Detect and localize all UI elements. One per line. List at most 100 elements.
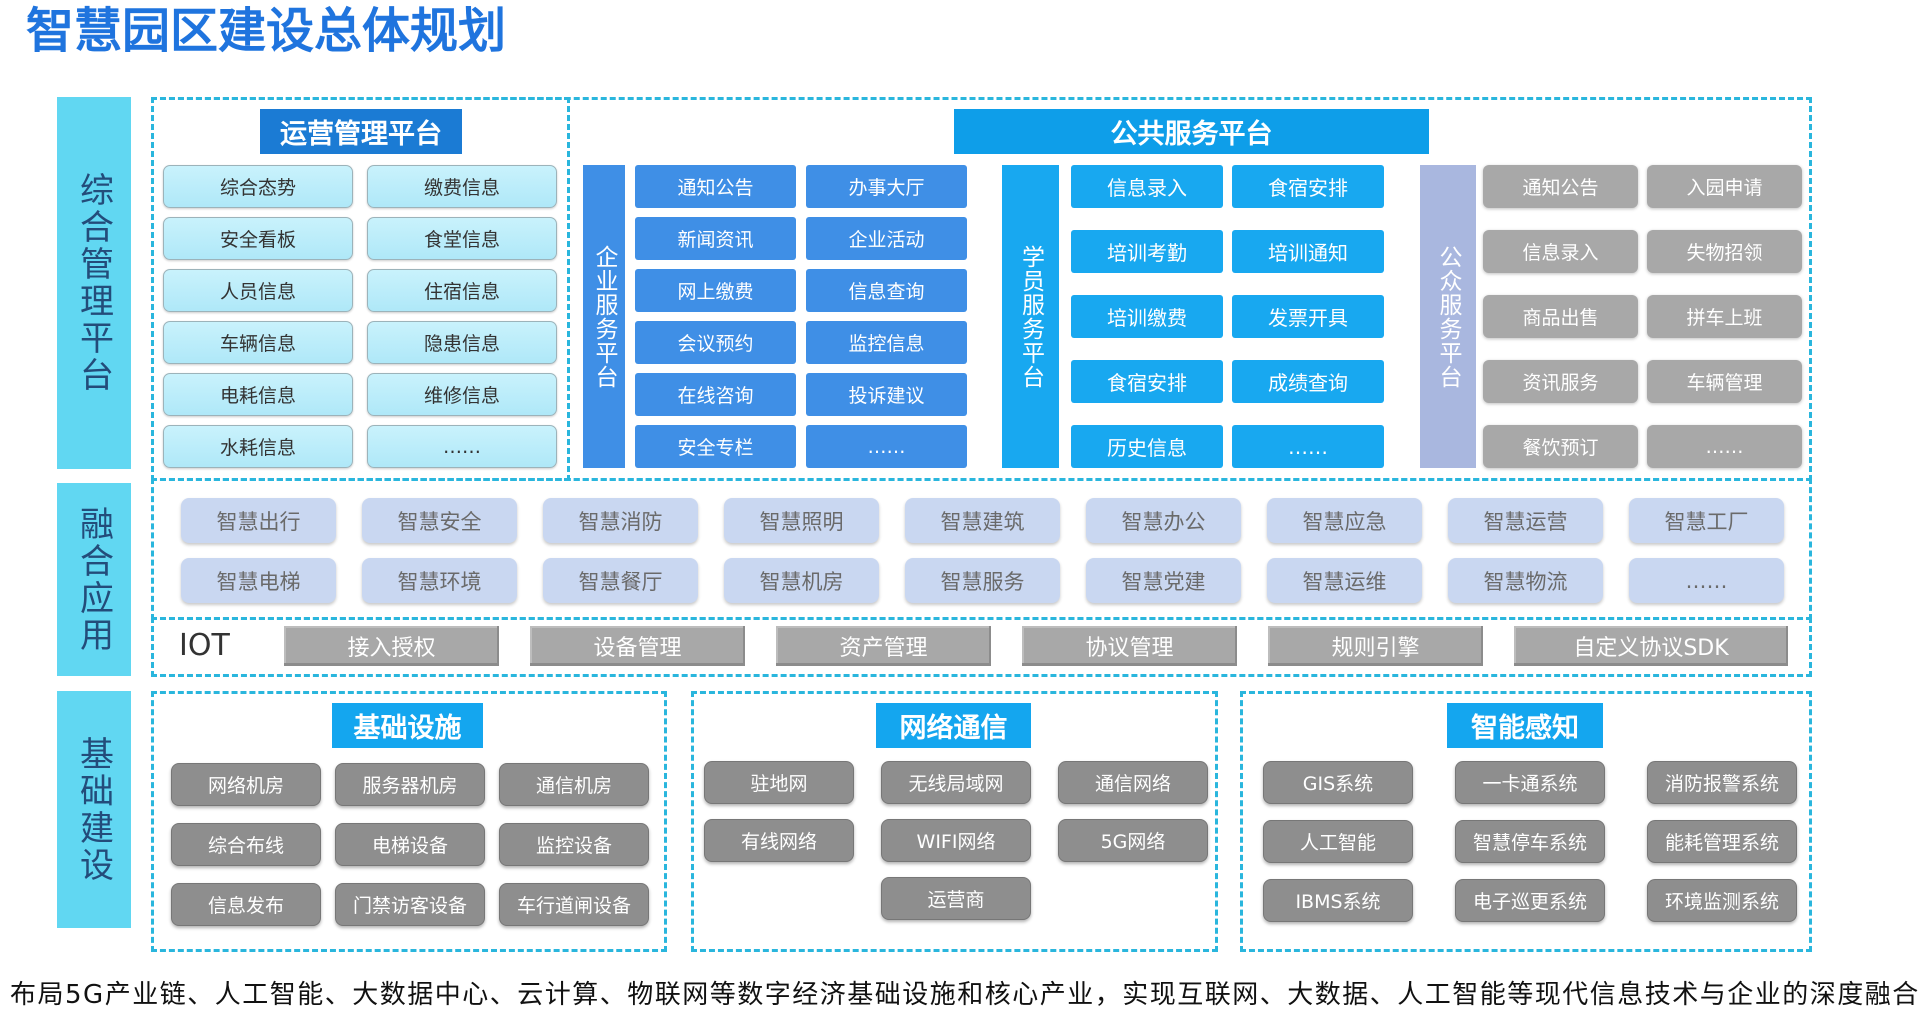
facilities-item: 信息发布 (171, 883, 321, 926)
network-item: 无线局域网 (881, 761, 1031, 804)
layer-label-fusion-text: 融合应用 (73, 505, 114, 654)
layer-label-infrastructure-text: 基础建设 (73, 735, 114, 884)
network-item: WIFI网络 (881, 819, 1031, 862)
iot-item: 设备管理 (530, 626, 745, 666)
network-item: 有线网络 (704, 819, 854, 862)
trainee-service-item: 培训通知 (1232, 230, 1384, 273)
fusion-app-item: …… (1629, 558, 1784, 603)
enterprise-service-item: 投诉建议 (806, 373, 967, 416)
public-service-item: 入园申请 (1647, 165, 1802, 208)
fusion-app-item: 智慧照明 (724, 498, 879, 543)
network-item: 通信网络 (1058, 761, 1208, 804)
iot-item: 资产管理 (776, 626, 991, 666)
facilities-item: 车行道闸设备 (499, 883, 649, 926)
public-service-item: …… (1647, 425, 1802, 468)
network-item: 运营商 (881, 877, 1031, 920)
fusion-app-item: 智慧建筑 (905, 498, 1060, 543)
enterprise-service-items: 通知公告 办事大厅 新闻资讯 企业活动 网上缴费 信息查询 会议预约 监控信息 … (635, 165, 967, 468)
facilities-items: 网络机房 服务器机房 通信机房 综合布线 电梯设备 监控设备 信息发布 门禁访客… (171, 763, 649, 926)
trainee-service-item: 信息录入 (1071, 165, 1223, 208)
operations-item: 隐患信息 (367, 321, 557, 364)
fusion-app-item: 智慧机房 (724, 558, 879, 603)
enterprise-service-item: 通知公告 (635, 165, 796, 208)
iot-layer-frame (151, 617, 1812, 677)
iot-item: 协议管理 (1022, 626, 1237, 666)
trainee-service-item: 培训缴费 (1071, 295, 1223, 338)
fusion-app-item: 智慧运维 (1267, 558, 1422, 603)
iot-item: 自定义协议SDK (1514, 626, 1788, 666)
fusion-app-item: 智慧环境 (362, 558, 517, 603)
sensing-items: GIS系统 一卡通系统 消防报警系统 人工智能 智慧停车系统 能耗管理系统 IB… (1263, 761, 1797, 922)
network-item: 驻地网 (704, 761, 854, 804)
trainee-service-item: …… (1232, 425, 1384, 468)
iot-label: IOT (179, 628, 230, 663)
facilities-header: 基础设施 (332, 703, 483, 748)
facilities-frame (151, 691, 667, 952)
enterprise-service-item: 网上缴费 (635, 269, 796, 312)
public-service-item: 车辆管理 (1647, 360, 1802, 403)
trainee-service-item: 历史信息 (1071, 425, 1223, 468)
operations-items: 综合态势 缴费信息 安全看板 食堂信息 人员信息 住宿信息 车辆信息 隐患信息 … (163, 165, 557, 468)
fusion-app-item: 智慧消防 (543, 498, 698, 543)
operations-item: 住宿信息 (367, 269, 557, 312)
network-header: 网络通信 (876, 703, 1031, 748)
enterprise-service-item: 安全专栏 (635, 425, 796, 468)
facilities-item: 综合布线 (171, 823, 321, 866)
operations-item: 水耗信息 (163, 425, 353, 468)
network-item: 5G网络 (1058, 819, 1208, 862)
fusion-app-item: 智慧办公 (1086, 498, 1241, 543)
sensing-item: 人工智能 (1263, 820, 1413, 863)
trainee-service-item: 食宿安排 (1071, 360, 1223, 403)
fusion-app-item: 智慧餐厅 (543, 558, 698, 603)
sensing-item: 环境监测系统 (1647, 879, 1797, 922)
trainee-service-label-text: 学员服务平台 (1017, 244, 1044, 389)
sensing-frame (1240, 691, 1812, 952)
facilities-item: 通信机房 (499, 763, 649, 806)
trainee-service-label: 学员服务平台 (1002, 165, 1059, 468)
fusion-app-item: 智慧安全 (362, 498, 517, 543)
operations-item: 安全看板 (163, 217, 353, 260)
sensing-item: 消防报警系统 (1647, 761, 1797, 804)
public-service-item: 拼车上班 (1647, 295, 1802, 338)
layer-label-fusion: 融合应用 (57, 483, 131, 676)
fusion-app-item: 智慧工厂 (1629, 498, 1784, 543)
enterprise-service-item: 信息查询 (806, 269, 967, 312)
enterprise-service-item: 新闻资讯 (635, 217, 796, 260)
enterprise-service-item: …… (806, 425, 967, 468)
enterprise-service-item: 在线咨询 (635, 373, 796, 416)
sensing-item: 一卡通系统 (1455, 761, 1605, 804)
public-service-item: 信息录入 (1483, 230, 1638, 273)
layer-label-infrastructure: 基础建设 (57, 691, 131, 928)
iot-item: 接入授权 (284, 626, 499, 666)
layer-label-management: 综合管理平台 (57, 97, 131, 469)
page-title: 智慧园区建设总体规划 (26, 3, 507, 59)
fusion-app-item: 智慧运营 (1448, 498, 1603, 543)
trainee-service-item: 发票开具 (1232, 295, 1384, 338)
public-service-item: 失物招领 (1647, 230, 1802, 273)
sensing-item: 智慧停车系统 (1455, 820, 1605, 863)
public-service-item: 通知公告 (1483, 165, 1638, 208)
network-frame (691, 691, 1218, 952)
fusion-app-items: 智慧出行 智慧安全 智慧消防 智慧照明 智慧建筑 智慧办公 智慧应急 智慧运营 … (181, 498, 1784, 603)
facilities-item: 监控设备 (499, 823, 649, 866)
sensing-item: GIS系统 (1263, 761, 1413, 804)
operations-item: 电耗信息 (163, 373, 353, 416)
sensing-item: 能耗管理系统 (1647, 820, 1797, 863)
iot-items: 接入授权 设备管理 资产管理 协议管理 规则引擎 自定义协议SDK (284, 626, 1788, 666)
trainee-service-item: 成绩查询 (1232, 360, 1384, 403)
fusion-app-item: 智慧党建 (1086, 558, 1241, 603)
fusion-app-item: 智慧电梯 (181, 558, 336, 603)
public-service-label-text: 公众服务平台 (1435, 244, 1461, 389)
enterprise-service-item: 办事大厅 (806, 165, 967, 208)
public-service-label: 公众服务平台 (1420, 165, 1476, 468)
summary-caption: 布局5G产业链、人工智能、大数据中心、云计算、物联网等数字经济基础设施和核心产业… (10, 980, 1920, 1010)
operations-item: 食堂信息 (367, 217, 557, 260)
public-service-items: 通知公告 入园申请 信息录入 失物招领 商品出售 拼车上班 资讯服务 车辆管理 … (1483, 165, 1802, 468)
operations-platform-header: 运营管理平台 (260, 109, 462, 154)
fusion-app-item: 智慧应急 (1267, 498, 1422, 543)
trainee-service-item: 培训考勤 (1071, 230, 1223, 273)
public-service-platform-header: 公共服务平台 (954, 109, 1429, 154)
facilities-item: 网络机房 (171, 763, 321, 806)
operations-item: 综合态势 (163, 165, 353, 208)
enterprise-service-item: 企业活动 (806, 217, 967, 260)
